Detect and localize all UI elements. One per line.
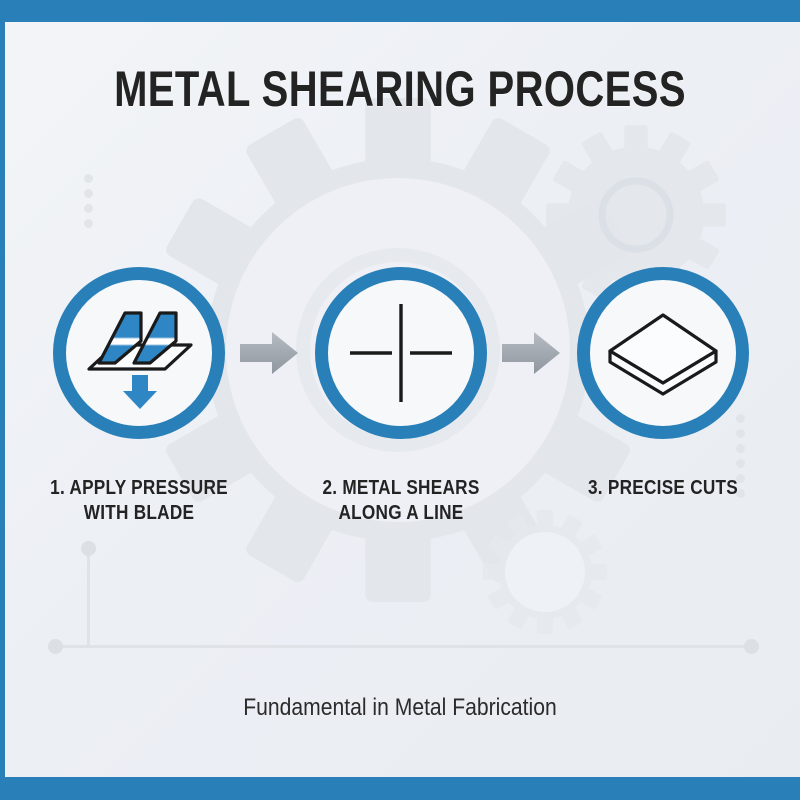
left-dot-column <box>84 174 93 234</box>
decor-vertical-line <box>87 548 90 647</box>
decor-dot <box>84 174 93 183</box>
step-1-label-line1: 1. APPLY PRESSURE <box>50 477 228 499</box>
metal-sheet-plate-icon <box>608 313 718 396</box>
footer-caption: Fundamental in Metal Fabrication <box>243 694 557 721</box>
step-2-circle[interactable] <box>315 267 487 439</box>
decor-dot <box>84 189 93 198</box>
step-3-label-line1: 3. PRECISE CUTS <box>587 477 739 499</box>
right-dot-column <box>736 414 745 504</box>
arrow-step1-to-step2 <box>240 330 298 381</box>
decor-line-dot-top <box>81 541 96 556</box>
decor-dot <box>736 489 745 498</box>
decor-dot <box>736 459 745 468</box>
bottom-accent-bar <box>0 777 800 800</box>
page-title: METAL SHEARING PROCESS <box>114 61 686 117</box>
step-3-label: 3. PRECISE CUTS <box>556 476 771 501</box>
decor-dot <box>736 414 745 423</box>
blade-press-icon <box>87 311 193 409</box>
bottom-center-gear-hub <box>505 532 585 612</box>
step-3-icon-holder <box>590 280 736 426</box>
step-2-label-line2: ALONG A LINE <box>338 502 464 524</box>
left-accent-bar <box>0 22 5 777</box>
step-1-label-line2: WITH BLADE <box>83 502 195 524</box>
decor-line-dot-left <box>48 639 63 654</box>
step-2-label: 2. METAL SHEARS ALONG A LINE <box>294 476 509 526</box>
decor-dot <box>736 474 745 483</box>
step-2-label-line1: 2. METAL SHEARS <box>322 477 480 499</box>
step-1-icon-holder <box>66 280 212 426</box>
decor-dot <box>84 219 93 228</box>
decor-horizontal-line <box>55 645 751 648</box>
step-1-label: 1. APPLY PRESSURE WITH BLADE <box>32 476 247 526</box>
step-3-circle[interactable] <box>577 267 749 439</box>
decor-dot <box>84 204 93 213</box>
step-2-icon-holder <box>328 280 474 426</box>
top-accent-bar <box>0 0 800 22</box>
bottom-center-gear <box>483 510 607 634</box>
top-right-gear-hub-ring <box>598 177 674 253</box>
crosshair-shear-line-icon <box>350 304 452 402</box>
arrow-step2-to-step3 <box>502 330 560 381</box>
decor-line-dot-right <box>744 639 759 654</box>
decor-dot <box>736 429 745 438</box>
decor-dot <box>736 444 745 453</box>
step-1-circle[interactable] <box>53 267 225 439</box>
